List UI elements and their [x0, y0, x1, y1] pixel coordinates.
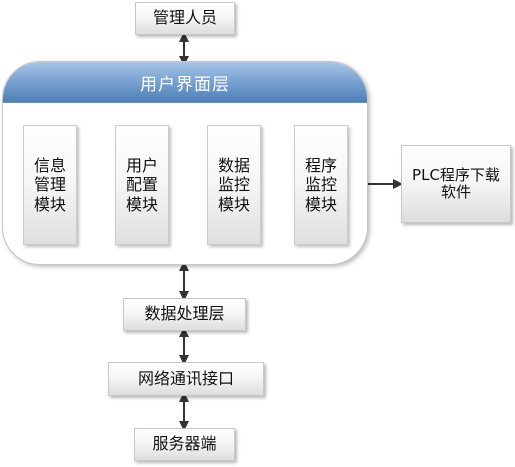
network-interface-label: 网络通讯接口 — [137, 368, 234, 388]
program-monitor-module-label: 程序 监控 模块 — [304, 156, 337, 214]
info-management-module: 信息 管理 模块 — [23, 125, 77, 245]
plc-download-software-label: PLC程序下载 软件 — [412, 165, 500, 201]
user-config-module: 用户 配置 模块 — [115, 125, 169, 245]
info-management-module-label: 信息 管理 模块 — [33, 156, 66, 214]
server-end-box: 服务器端 — [134, 428, 235, 461]
plc-download-software-box: PLC程序下载 软件 — [401, 145, 511, 223]
user-config-module-label: 用户 配置 模块 — [125, 156, 158, 214]
data-processing-layer-label: 数据处理层 — [144, 304, 225, 324]
user-interface-layer-title: 用户界面层 — [140, 74, 230, 95]
manager-box-label: 管理人员 — [152, 8, 217, 28]
data-monitor-module: 数据 监控 模块 — [207, 125, 261, 245]
server-end-label: 服务器端 — [152, 434, 217, 454]
user-interface-layer-header: 用户界面层 — [3, 62, 367, 103]
network-interface-box: 网络通讯接口 — [108, 362, 264, 396]
data-monitor-module-label: 数据 监控 模块 — [217, 156, 250, 214]
user-interface-layer: 用户界面层 信息 管理 模块 用户 配置 模块 数据 监控 模块 程序 监控 模… — [2, 61, 368, 265]
data-processing-layer-box: 数据处理层 — [123, 298, 246, 331]
program-monitor-module: 程序 监控 模块 — [294, 125, 348, 245]
manager-box: 管理人员 — [135, 2, 235, 35]
